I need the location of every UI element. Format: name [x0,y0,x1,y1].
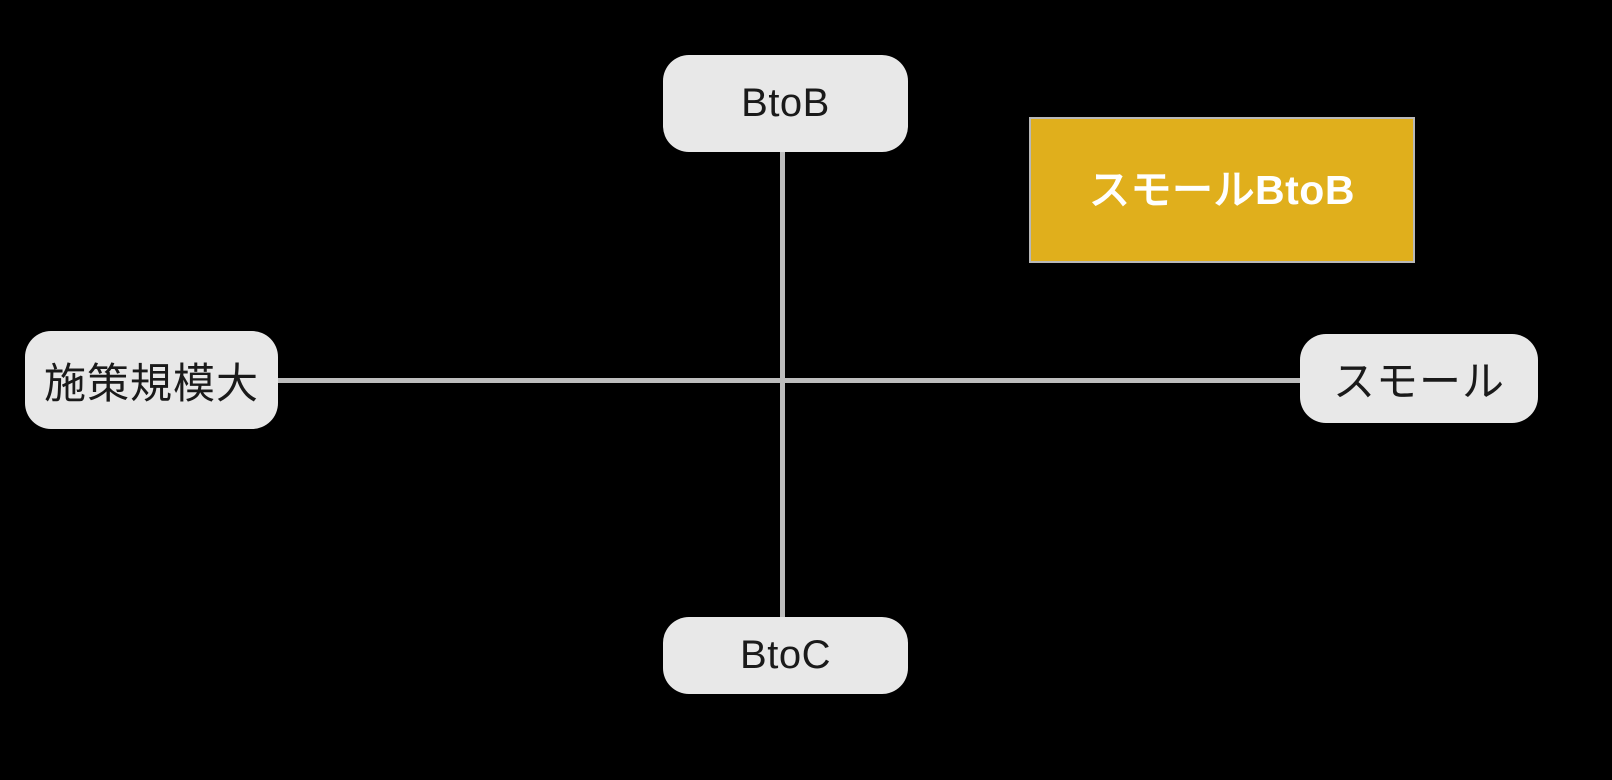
axis-label-bottom-text: BtoC [740,633,831,677]
axis-label-right-text: スモール [1332,358,1505,405]
axis-label-top: BtoB [663,55,908,152]
axis-label-left: 施策規模大 [25,331,278,429]
highlight-callout-box: スモールBtoB [1029,117,1415,263]
axis-label-right: スモール [1300,334,1538,423]
axis-label-left-text: 施策規模大 [43,359,259,407]
axis-label-bottom: BtoC [663,617,908,694]
axis-label-top-text: BtoB [741,81,830,125]
vertical-axis-line [780,96,785,656]
highlight-callout-label: スモールBtoB [1089,166,1355,213]
